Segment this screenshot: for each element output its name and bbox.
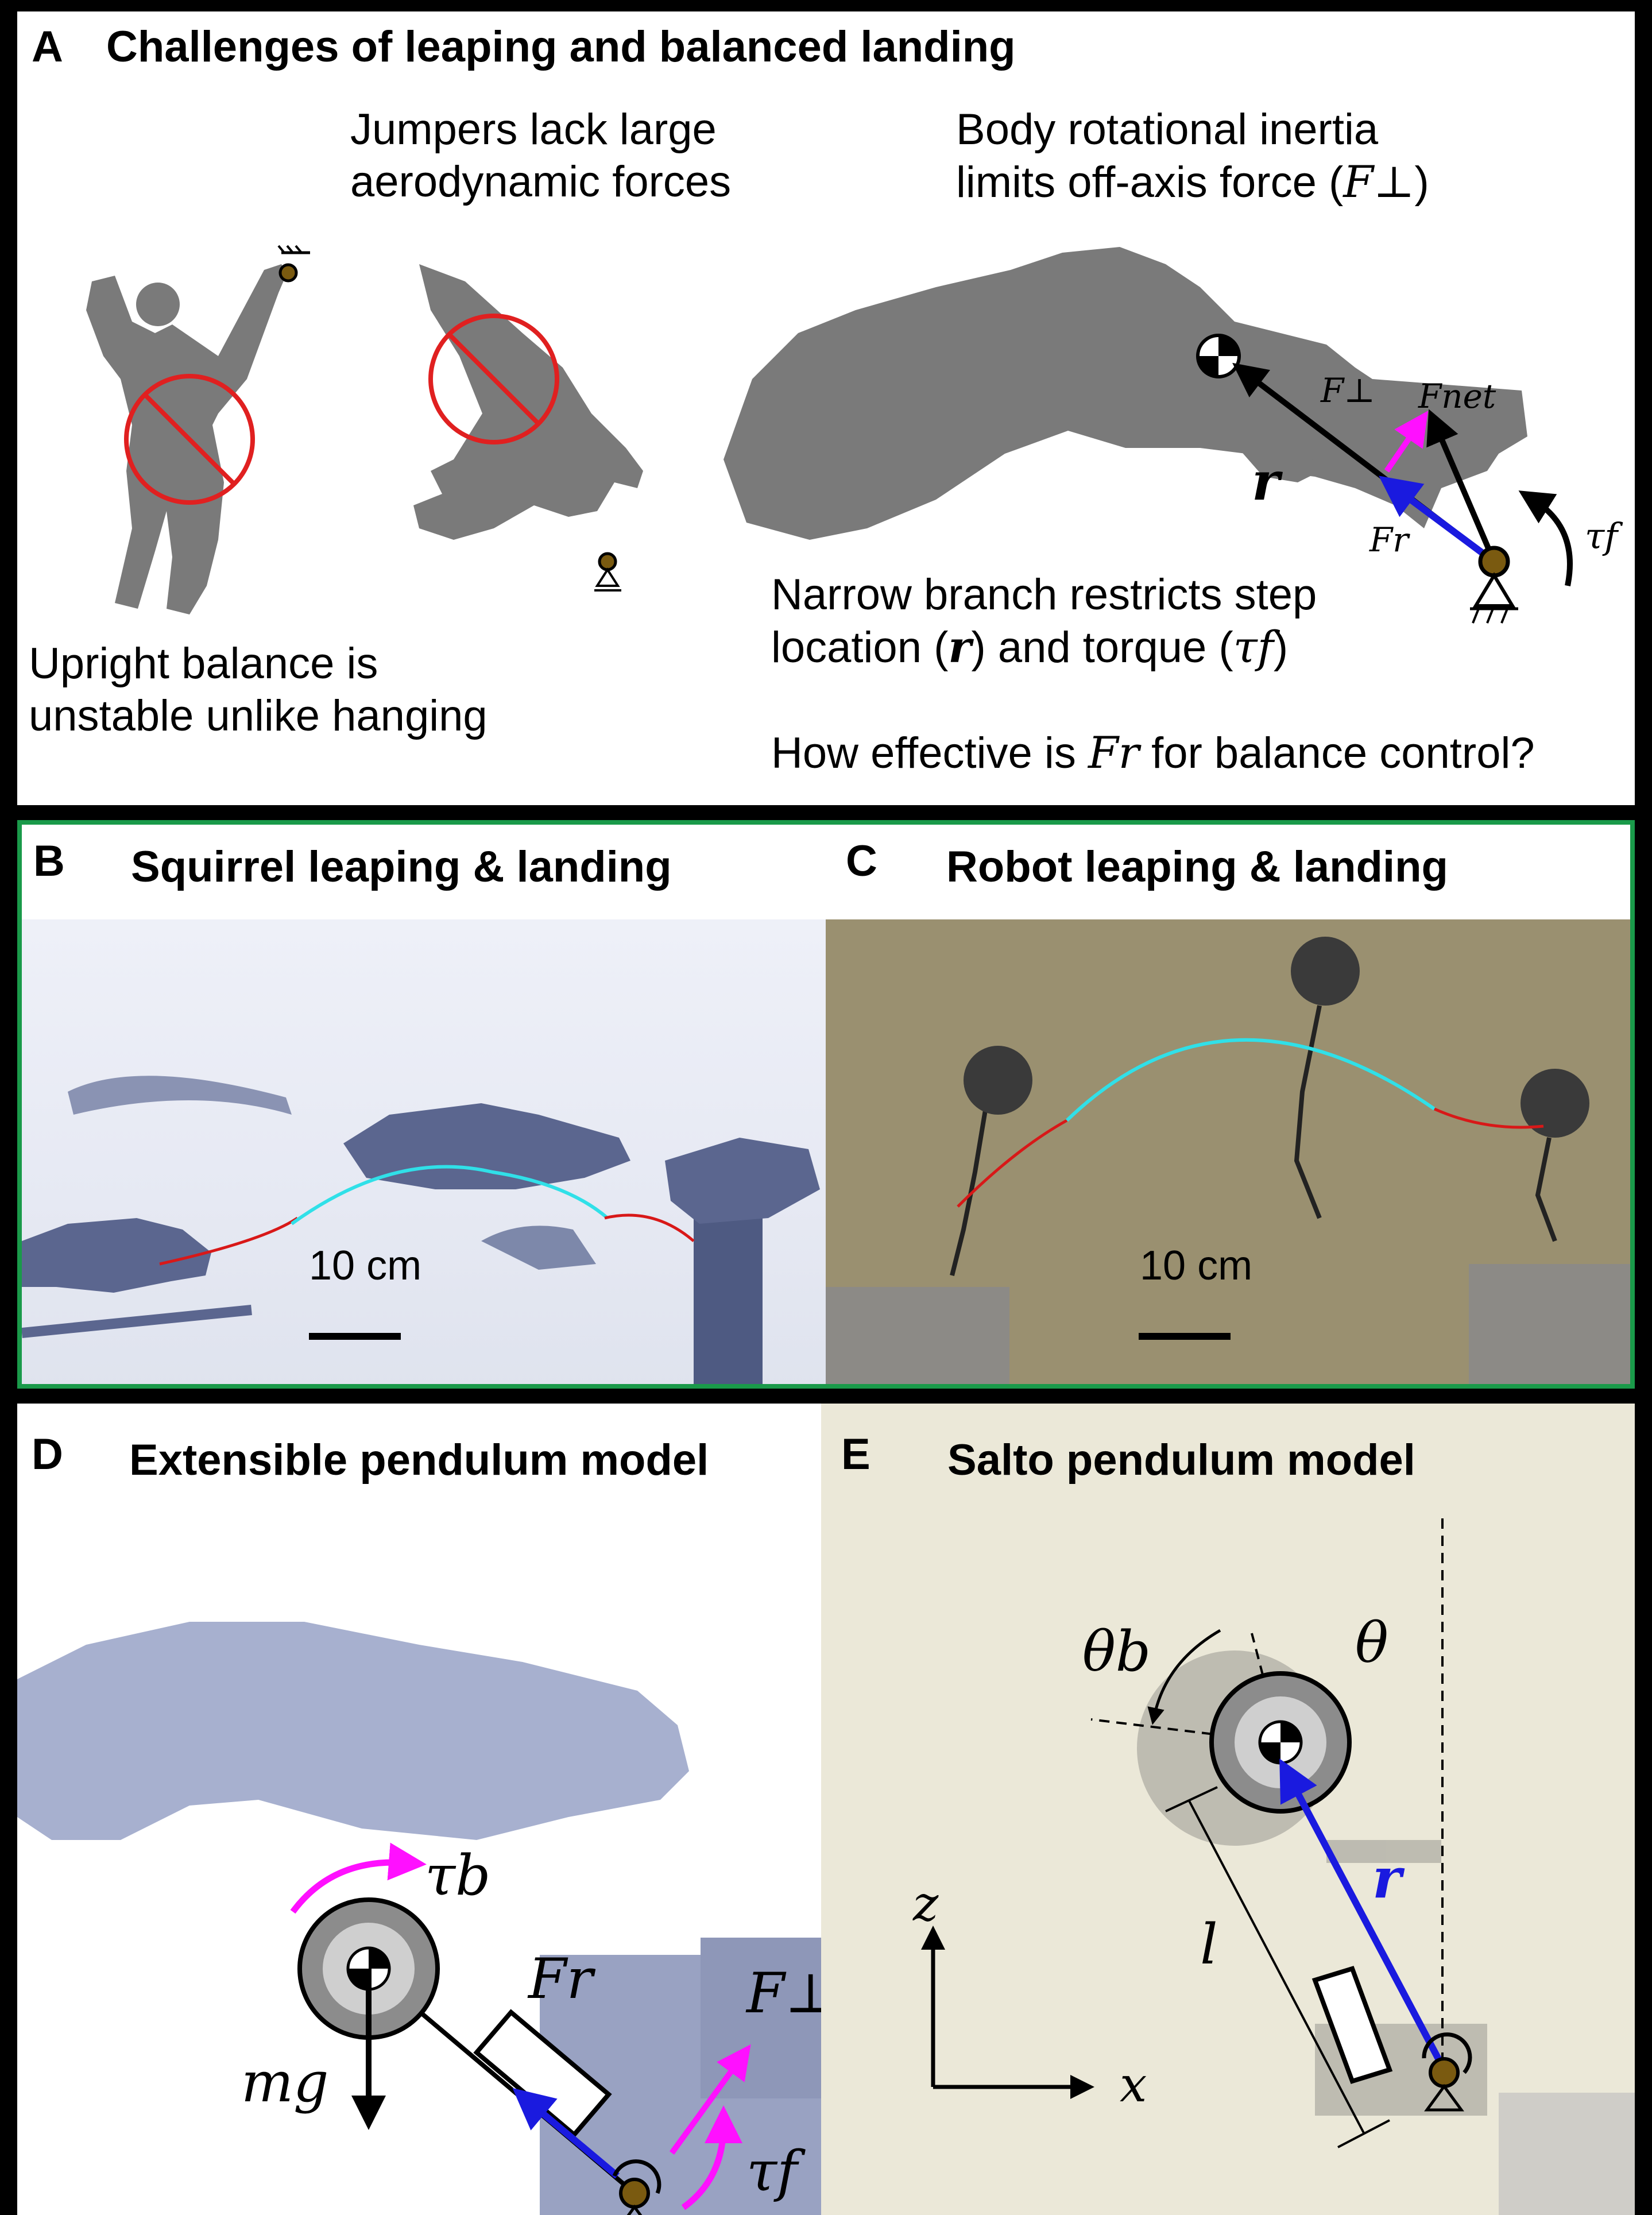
axis-indicator <box>921 1926 1094 2099</box>
sym-mg: mg <box>241 2050 328 2115</box>
scale-bar-c <box>1139 1333 1231 1340</box>
panel-a-title: Challenges of leaping and balanced landi… <box>106 22 1016 71</box>
l-tick-bottom <box>1337 2119 1390 2148</box>
axis-z-label: z <box>912 1876 939 1932</box>
sym-tau-b: τb <box>425 1843 491 1908</box>
sym-r-e: r <box>1372 1846 1405 1911</box>
panel-d-letter: D <box>32 1430 63 1479</box>
leg-actuator-e <box>1311 1966 1393 2084</box>
robot-photo: 10 cm <box>826 919 1630 1384</box>
panel-e: E Salto pendulum model <box>821 1404 1635 2215</box>
panel-d-title: Extensible pendulum model <box>129 1436 709 1485</box>
eagle-pivot-icon <box>594 552 621 592</box>
jumpers-text: Jumpers lack large aerodynamic forces <box>350 105 732 207</box>
body-disk-e <box>1209 1671 1352 1814</box>
panels-bc-frame: B Squirrel leaping & landing 10 cm C Rob… <box>17 820 1635 1389</box>
axis-x-label: x <box>1120 2056 1147 2113</box>
r-vector-e <box>1279 1758 1448 2071</box>
panel-e-drawing: θb θ r l z x <box>912 1518 1635 2215</box>
theta-b-arc <box>1147 1629 1221 1725</box>
tau-f-arrow <box>1518 490 1573 586</box>
sym-l: l <box>1200 1912 1218 1977</box>
foot-pivot-icon-e <box>1422 2032 1472 2112</box>
panel-e-title: Salto pendulum model <box>947 1436 1415 1485</box>
theta-b-ref-2 <box>1090 1718 1281 1744</box>
sym-f-r-d: Fr <box>527 1947 596 2011</box>
panel-c-letter: C <box>846 837 877 886</box>
scale-label-b: 10 cm <box>309 1243 422 1289</box>
prohibited-icon-primate <box>124 374 255 505</box>
f-r-vector <box>1379 476 1496 565</box>
sym-theta-b: θb <box>1082 1619 1151 1684</box>
branch-text: Narrow branch restricts step location (r… <box>771 570 1317 673</box>
tau-b-arrow <box>290 1842 427 1914</box>
sym-f-perp-a: F⊥ <box>1320 371 1375 410</box>
upright-text: Upright balance is unstable unlike hangi… <box>29 639 488 741</box>
l-tick-top <box>1165 1786 1218 1812</box>
sym-tau-f-a: τf <box>1585 515 1623 557</box>
sym-r-a: r <box>1252 450 1283 512</box>
tau-f-arrow-d <box>681 2105 742 2210</box>
foot-pivot-icon-d <box>612 2159 661 2215</box>
f-perp-vector <box>1384 411 1428 473</box>
panel-d: D Extensible pendulum model <box>17 1404 821 2215</box>
panel-a-illustration: F⊥ Fnet r Fr τf <box>86 245 1623 624</box>
sym-tau-f-d: τf <box>746 2139 806 2204</box>
panel-c-title: Robot leaping & landing <box>946 842 1448 891</box>
squirrel-photo: 10 cm <box>22 919 826 1384</box>
panel-d-drawing: τb Fr F⊥ mg τf <box>17 1622 821 2215</box>
panel-b-letter: B <box>33 837 65 886</box>
panel-a-letter: A <box>32 22 63 71</box>
sym-f-perp-d: F⊥ <box>745 1961 821 2025</box>
scale-bar-b <box>309 1333 401 1340</box>
foot-pivot-icon <box>1470 546 1518 624</box>
inertia-text: Body rotational inertia limits off-axis … <box>956 105 1429 208</box>
f-net-vector <box>1426 409 1497 563</box>
panel-a: A Challenges of leaping and balanced lan… <box>17 11 1635 805</box>
panel-e-letter: E <box>841 1430 871 1479</box>
prohibited-icon-eagle <box>428 314 559 444</box>
f-r-vector-d <box>512 2088 620 2179</box>
eagle-silhouette <box>413 264 643 540</box>
panel-b-title: Squirrel leaping & landing <box>131 842 672 891</box>
scale-label-c: 10 cm <box>1140 1243 1253 1289</box>
center-of-mass-icon <box>1196 334 1241 378</box>
sym-f-net-a: Fnet <box>1418 377 1496 416</box>
robot-photo-drawing <box>826 937 1630 1384</box>
hanging-pivot-icon <box>277 245 310 283</box>
squirrel-silhouette <box>724 247 1527 540</box>
squirrel-photo-drawing <box>22 1076 820 1384</box>
l-dimension <box>1187 1799 1365 2133</box>
question-text: How effective is Fr for balance control? <box>771 727 1535 778</box>
sym-f-r-a: Fr <box>1369 520 1410 559</box>
sym-theta: θ <box>1355 1611 1388 1675</box>
